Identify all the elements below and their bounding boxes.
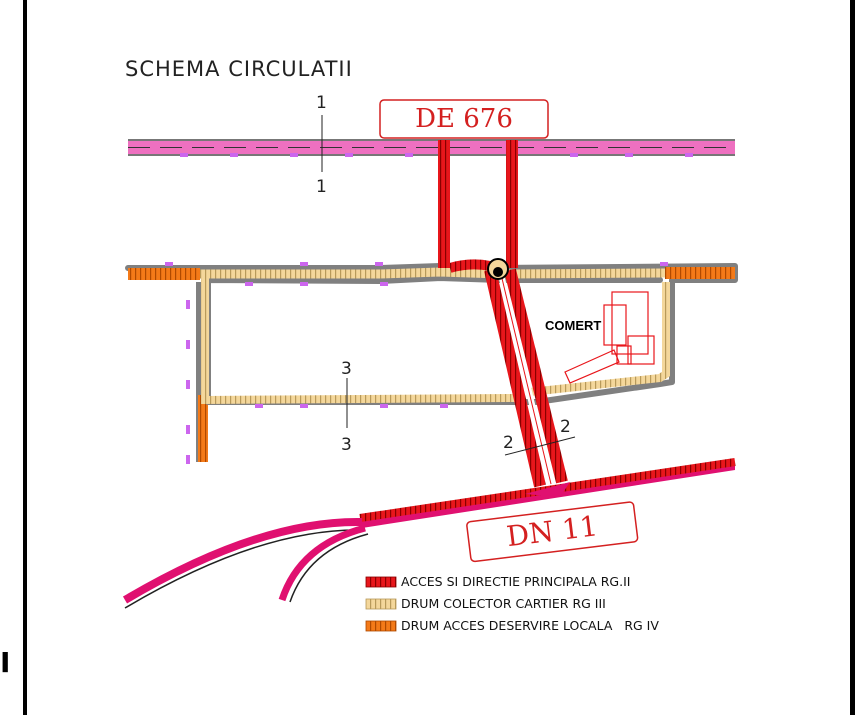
- parking-marks-top: [180, 153, 693, 157]
- road-main-access: [438, 140, 568, 488]
- section-3-top: 3: [341, 359, 352, 379]
- legend-swatch-collector: [365, 598, 397, 610]
- section-2-right: 2: [560, 417, 571, 437]
- section-1-bottom: 1: [316, 177, 327, 197]
- legend-swatch-local: [365, 620, 397, 632]
- section-marker-2: 2 2: [503, 417, 576, 456]
- section-3-bottom: 3: [341, 435, 352, 455]
- legend-swatch-main: [365, 576, 397, 588]
- parking-marks-north: [165, 262, 668, 408]
- legend-label-collector: DRUM COLECTOR CARTIER RG III: [401, 596, 606, 611]
- section-marker-1: 1 1: [316, 93, 327, 197]
- road-dn11: [122, 458, 736, 609]
- sheet-edge-label: I: [0, 646, 11, 679]
- section-marker-3: 3 3: [341, 359, 352, 455]
- label-box-dn11: DN 11: [466, 501, 639, 563]
- frame-line-right: [850, 0, 855, 715]
- legend: ACCES SI DIRECTIE PRINCIPALA RG.II DRUM …: [365, 574, 659, 633]
- road-collector-north: [125, 262, 738, 408]
- label-box-de676: DE 676: [379, 99, 549, 139]
- section-1-top: 1: [316, 93, 327, 113]
- legend-label-main: ACCES SI DIRECTIE PRINCIPALA RG.II: [401, 574, 630, 589]
- legend-label-local: DRUM ACCES DESERVIRE LOCALA RG IV: [401, 618, 659, 633]
- scheme-title: SCHEMA CIRCULATII: [125, 57, 353, 81]
- road-de676: [128, 139, 735, 157]
- building-label: COMERT: [545, 318, 601, 333]
- section-2-left: 2: [503, 433, 514, 453]
- building-comert: [564, 291, 655, 384]
- frame-line-left: [23, 0, 27, 715]
- road-label-top: DE 676: [415, 104, 513, 134]
